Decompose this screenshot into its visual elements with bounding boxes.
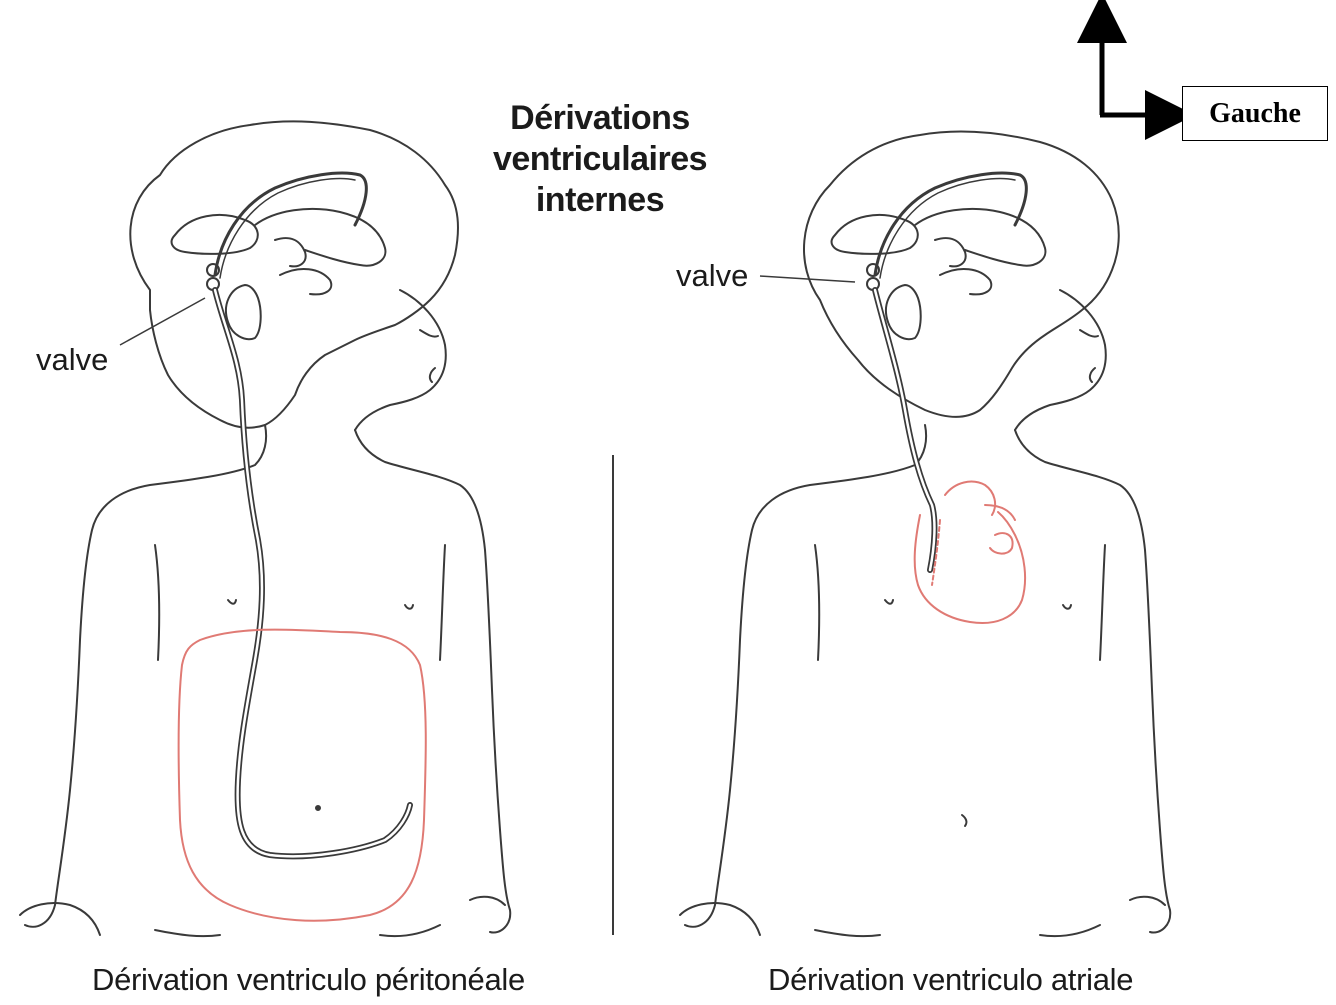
title-line-1: Dérivations <box>460 98 740 139</box>
diagram-title: Dérivations ventriculaires internes <box>460 98 740 221</box>
title-line-2: ventriculaires <box>460 139 740 180</box>
face-right <box>1015 290 1106 430</box>
valve-label-left: valve <box>36 342 108 378</box>
orientation-label: Gauche <box>1209 98 1301 130</box>
catheter-tube-left <box>215 290 410 856</box>
child-figure-left <box>20 121 510 936</box>
ear-left <box>226 285 261 339</box>
hair-outline-right <box>804 131 1119 416</box>
title-line-3: internes <box>460 180 740 221</box>
torso-outline-left <box>25 425 266 927</box>
valve-label-right: valve <box>676 258 748 294</box>
caption-peritoneal: Dérivation ventriculo péritonéale <box>92 962 525 998</box>
ear-right <box>886 285 921 339</box>
face-left <box>355 290 446 430</box>
torso-outline-right <box>685 425 926 927</box>
child-figure-right <box>680 131 1170 936</box>
caption-atrial: Dérivation ventriculo atriale <box>768 962 1133 998</box>
orientation-label-box: Gauche <box>1182 86 1328 141</box>
peritoneum-outline <box>179 630 426 921</box>
hair-outline-left <box>130 121 458 427</box>
valve-leader-left <box>120 298 205 345</box>
orientation-arrows <box>1100 18 1170 115</box>
